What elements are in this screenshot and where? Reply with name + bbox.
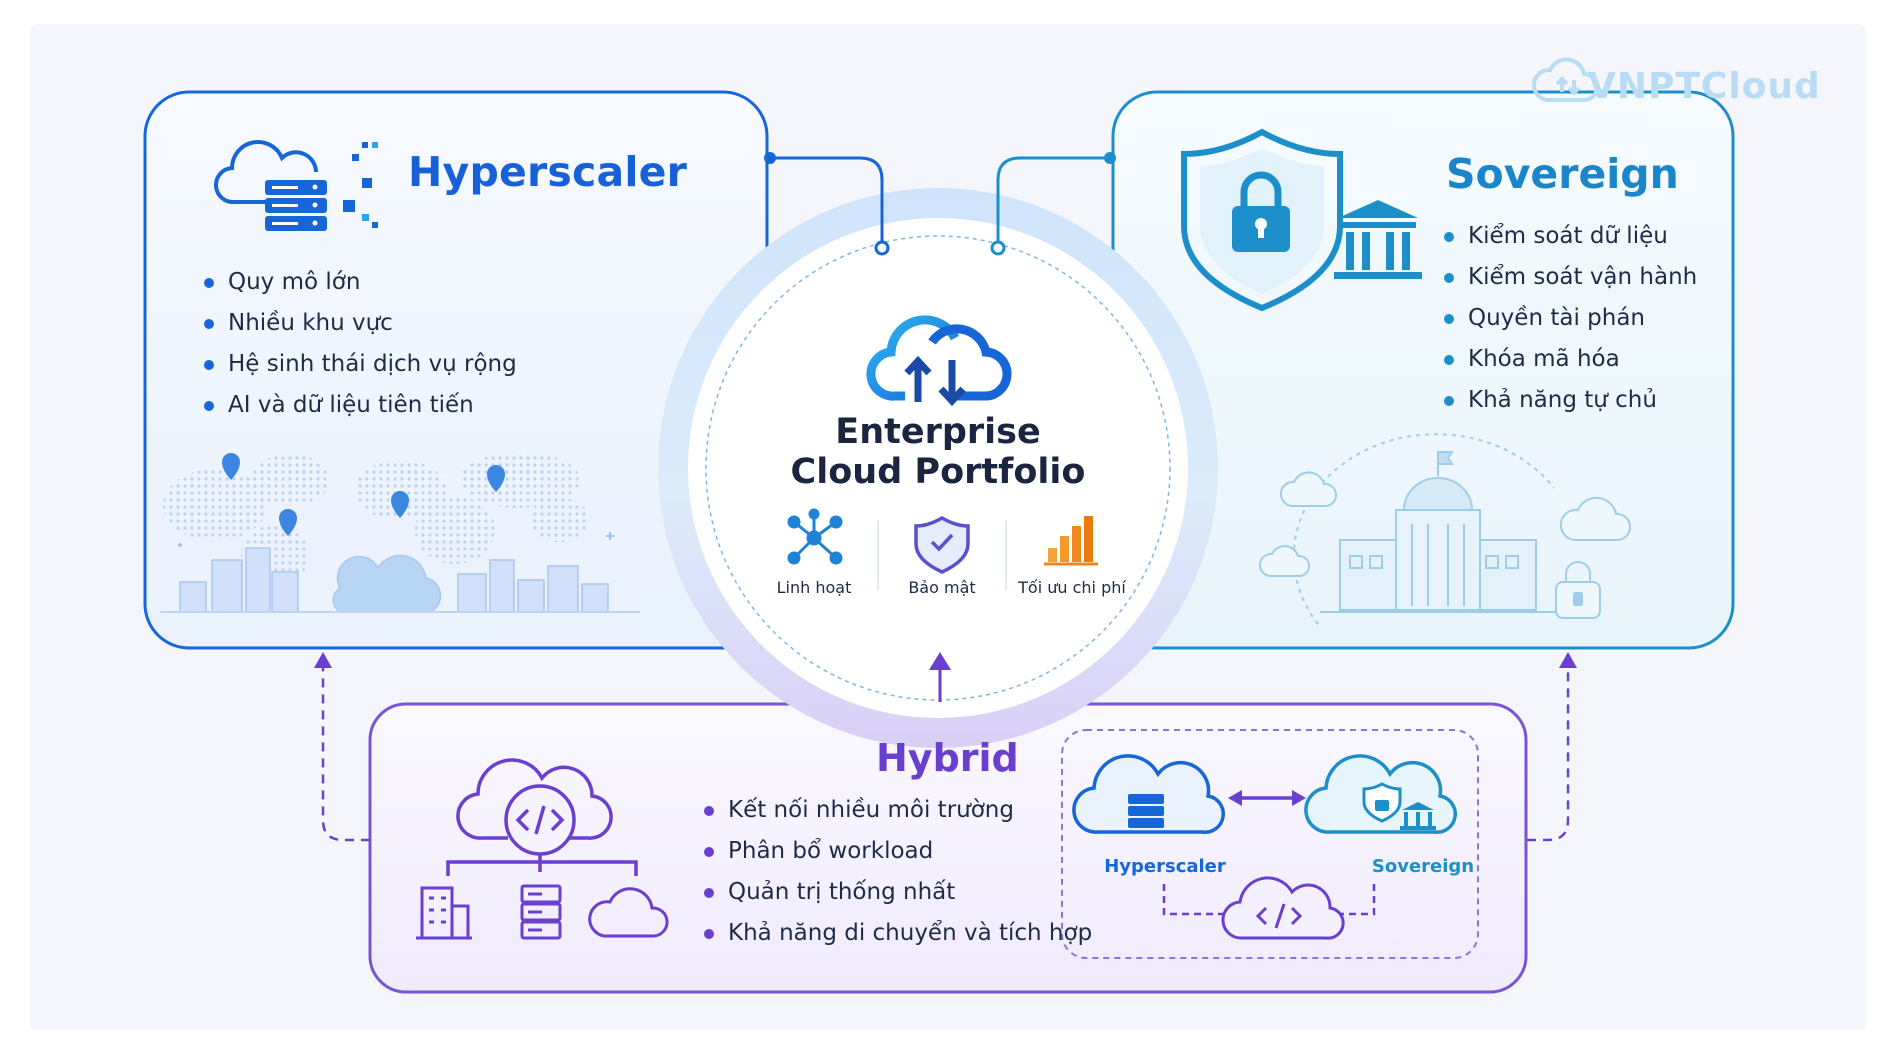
double-arrow-icon	[1228, 790, 1306, 806]
server-stack-icon	[520, 884, 562, 940]
network-nodes-icon	[787, 508, 843, 565]
mini-code-cloud-icon	[1221, 876, 1345, 940]
hybrid-right-dashed-arrow	[1527, 666, 1570, 842]
hyperscaler-connector	[770, 156, 884, 246]
center-title-line1: Enterprise	[835, 412, 1041, 452]
city-skyline-illustration	[160, 547, 640, 613]
vnpt-cloud-logo-text: VNPTCloud	[1588, 66, 1821, 107]
hyperscaler-title: Hyperscaler	[408, 148, 688, 196]
hyperscaler-feature-list: Quy mô lớn Nhiều khu vực Hệ sinh thái dị…	[200, 262, 517, 426]
government-building-illustration	[1258, 433, 1631, 625]
hyperscaler-item: AI và dữ liệu tiên tiến	[200, 385, 517, 426]
mini-hyperscaler-label: Hyperscaler	[1104, 856, 1226, 877]
hybrid-item: Quản trị thống nhất	[700, 872, 1092, 913]
hybrid-cloud-code-icon	[446, 758, 638, 876]
center-title: Enterprise Cloud Portfolio	[778, 412, 1098, 492]
feature-label-security: Bảo mật	[908, 578, 976, 597]
vnpt-cloud-logo-icon	[1531, 57, 1599, 102]
sovereign-item: Khả năng tự chủ	[1440, 380, 1697, 421]
mini-sovereign-label: Sovereign	[1371, 856, 1475, 877]
hybrid-mini-diagram-frame	[1061, 729, 1479, 959]
center-title-line2: Cloud Portfolio	[790, 452, 1086, 492]
hybrid-item: Khả năng di chuyển và tích hợp	[700, 913, 1092, 954]
sovereign-item: Quyền tài phán	[1440, 298, 1697, 339]
feature-label-flexibility: Linh hoạt	[776, 578, 852, 597]
sovereign-title: Sovereign	[1446, 150, 1679, 198]
sovereign-item: Kiểm soát vận hành	[1440, 257, 1697, 298]
sovereign-building-icon	[1334, 200, 1422, 279]
sovereign-feature-list: Kiểm soát dữ liệu Kiểm soát vận hành Quy…	[1440, 216, 1697, 421]
hyperscaler-item: Quy mô lớn	[200, 262, 517, 303]
shield-check-icon	[914, 515, 970, 574]
world-map-illustration	[163, 452, 614, 585]
hybrid-title: Hybrid	[876, 736, 1019, 780]
hyperscaler-item: Nhiều khu vực	[200, 303, 517, 344]
hybrid-item: Phân bổ workload	[700, 831, 1092, 872]
small-cloud-icon	[588, 887, 669, 938]
mini-sovereign-cloud-icon	[1304, 754, 1457, 834]
hyperscaler-item: Hệ sinh thái dịch vụ rộng	[200, 344, 517, 385]
bar-chart-icon	[1044, 516, 1098, 566]
mini-hyperscaler-cloud-icon	[1072, 754, 1225, 834]
feature-label-cost: Tối ưu chi phí	[1018, 578, 1126, 597]
office-building-icon	[416, 886, 472, 940]
sovereign-connector	[996, 156, 1110, 246]
hyperscaler-cloud-server-icon	[214, 140, 378, 231]
map-pin-icons	[222, 453, 505, 536]
hybrid-feature-list: Kết nối nhiều môi trường Phân bổ workloa…	[700, 790, 1092, 954]
sovereign-item: Khóa mã hóa	[1440, 339, 1697, 380]
sovereign-shield-lock-icon	[1181, 128, 1343, 312]
sovereign-item: Kiểm soát dữ liệu	[1440, 216, 1697, 257]
enterprise-cloud-logo-icon	[866, 315, 1012, 407]
hybrid-left-dashed-arrow	[321, 666, 370, 842]
hybrid-item: Kết nối nhiều môi trường	[700, 790, 1092, 831]
